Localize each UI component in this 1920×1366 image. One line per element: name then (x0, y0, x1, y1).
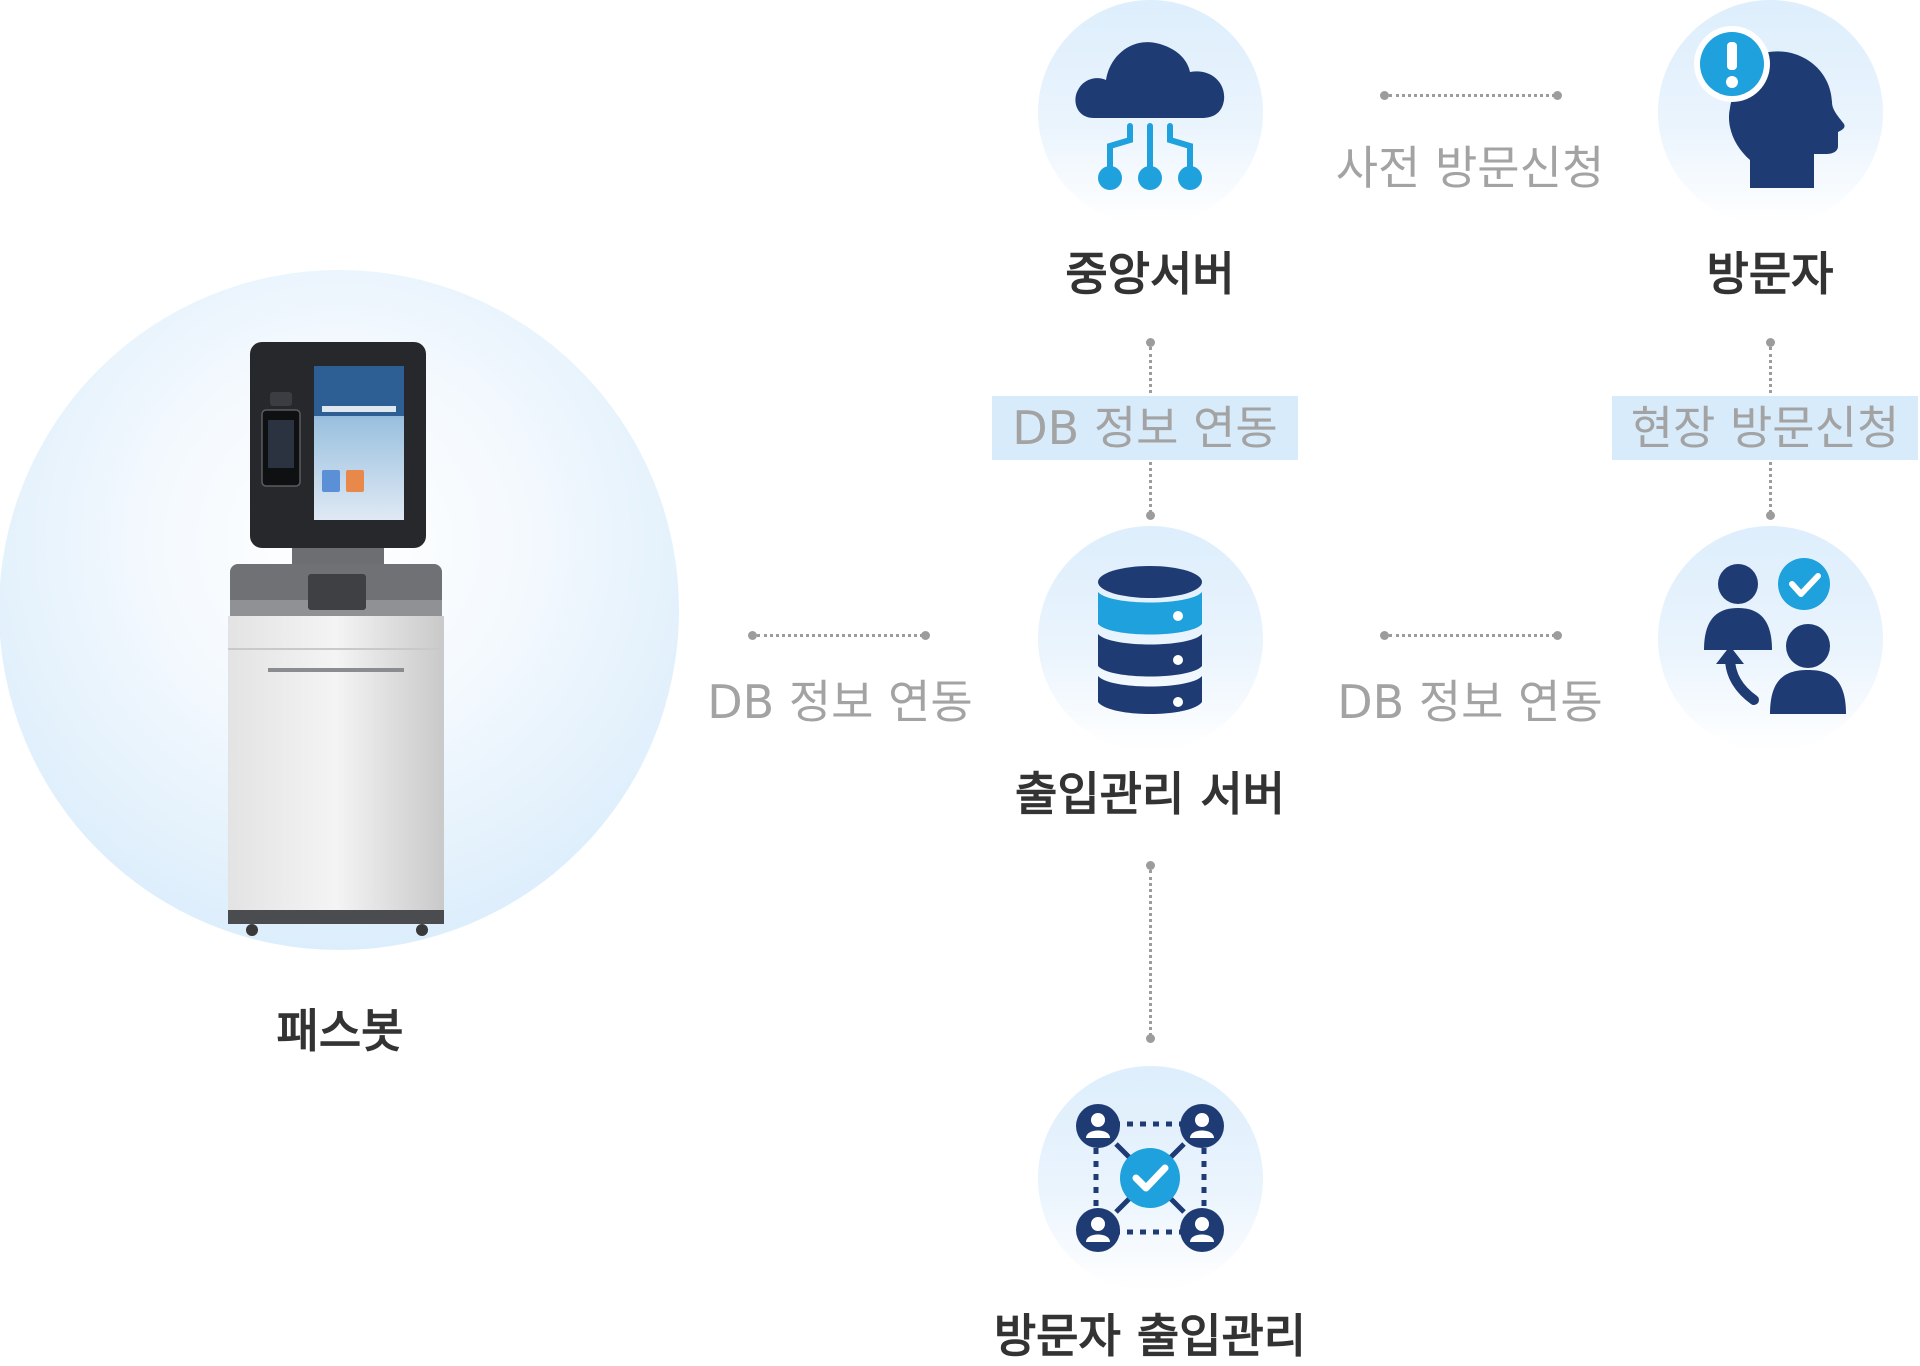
connector-line (1389, 94, 1555, 97)
connector-dot (1766, 511, 1775, 520)
visitor-access-label: 방문자 출입관리 (993, 1309, 1307, 1363)
visitor-label: 방문자 (1706, 247, 1834, 301)
edge-label-onsite-db: DB 정보 연동 (1337, 675, 1603, 729)
edge-label-central-db: DB 정보 연동 (992, 396, 1298, 460)
network-check-icon (1074, 1102, 1226, 1254)
database-icon (1094, 562, 1206, 718)
cloud-network-icon (1070, 22, 1230, 198)
connector-dot (1380, 631, 1389, 640)
connector-line (1389, 634, 1555, 637)
connector-dot (1766, 338, 1775, 347)
kiosk-image (226, 338, 446, 938)
connector-line (757, 634, 923, 637)
connector-dot (1146, 1034, 1155, 1043)
users-check-icon (1700, 554, 1850, 714)
central-server-label: 중앙서버 (1065, 247, 1235, 301)
kiosk-label: 패스봇 (276, 1004, 404, 1058)
connector-line (1149, 870, 1152, 1036)
connector-dot (1146, 861, 1155, 870)
connector-dot (1553, 91, 1562, 100)
access-server-label: 출입관리 서버 (1015, 767, 1285, 821)
connector-dot (1146, 338, 1155, 347)
edge-label-kiosk-db: DB 정보 연동 (707, 675, 973, 729)
connector-dot (1380, 91, 1389, 100)
connector-dot (748, 631, 757, 640)
head-alert-icon (1692, 24, 1852, 194)
connector-dot (1553, 631, 1562, 640)
connector-dot (1146, 511, 1155, 520)
edge-label-pre-request: 사전 방문신청 (1335, 141, 1605, 195)
edge-label-onsite-request: 현장 방문신청 (1612, 396, 1918, 460)
connector-dot (921, 631, 930, 640)
